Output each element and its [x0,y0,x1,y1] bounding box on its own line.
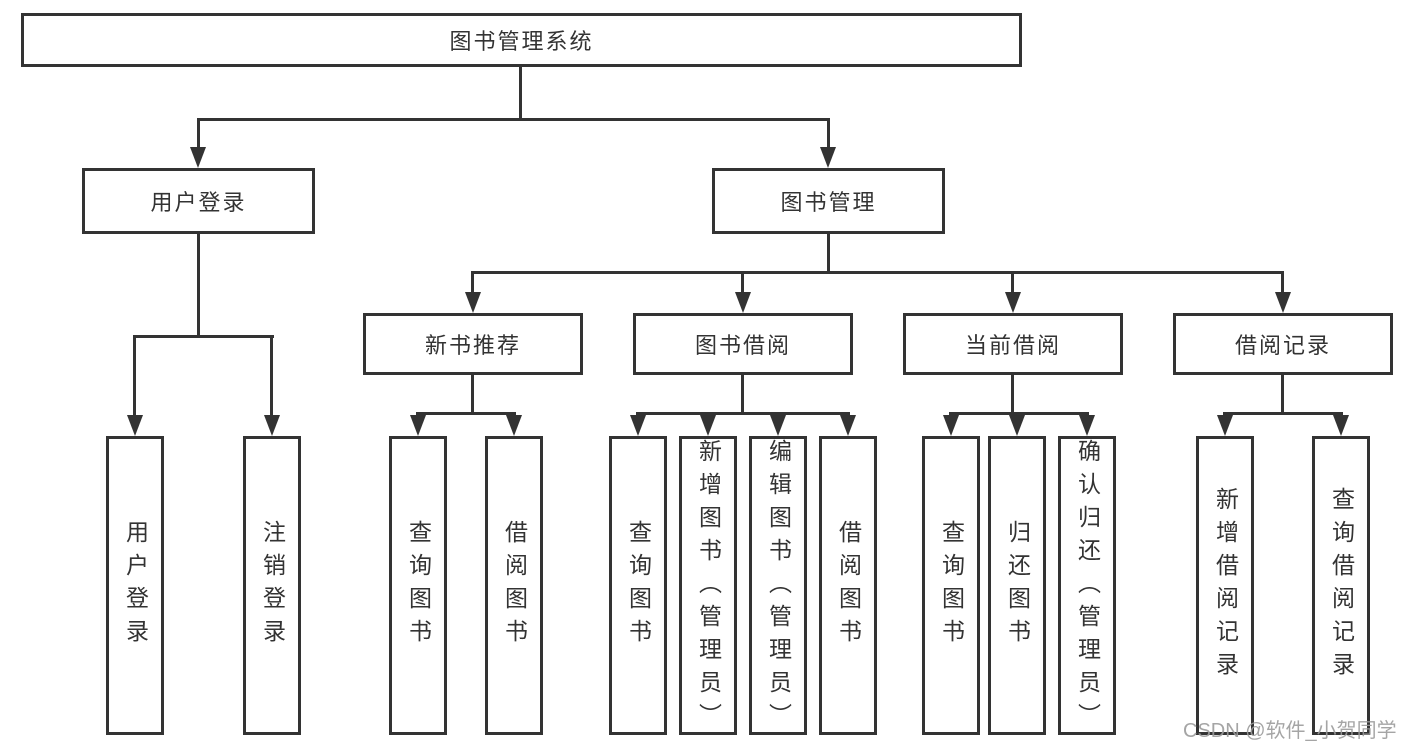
arrow-down-icon [820,147,836,168]
node-leaf-user-login: 用户登录 [106,436,164,735]
connector-line [197,231,200,338]
arrow-down-icon [700,415,716,436]
node-leaf-logout: 注销登录 [243,436,301,735]
connector-line [827,118,830,152]
arrow-down-icon [1009,415,1025,436]
node-user-login: 用户登录 [82,168,315,234]
connector-line [1281,372,1284,415]
arrow-down-icon [1079,415,1095,436]
connector-line [270,335,273,420]
arrow-down-icon [506,415,522,436]
arrow-down-icon [1217,415,1233,436]
connector-line [741,372,744,415]
arrow-down-icon [264,415,280,436]
connector-line [827,231,830,274]
arrow-down-icon [735,292,751,313]
node-leaf-edit-books-admin: 编辑图书（管理员） [749,436,807,736]
node-leaf-query-borrow-record: 查询借阅记录 [1312,436,1370,735]
connector-line [133,335,136,420]
arrow-down-icon [1005,292,1021,313]
arrow-down-icon [770,415,786,436]
connector-line [519,64,522,121]
watermark: CSDN @软件_小贺同学 [1183,720,1397,742]
arrow-down-icon [630,415,646,436]
connector-line [1011,271,1014,296]
node-library-management-system: 图书管理系统 [21,13,1022,67]
connector-line [471,271,474,296]
node-leaf-query-books-recommend: 查询图书 [389,436,447,735]
node-leaf-confirm-return-admin: 确认归还（管理员） [1058,436,1116,736]
arrow-down-icon [190,147,206,168]
connector-line [1223,412,1343,415]
node-leaf-return-books: 归还图书 [988,436,1046,735]
node-borrow-records: 借阅记录 [1173,313,1393,375]
arrow-down-icon [410,415,426,436]
node-leaf-query-books-borrow: 查询图书 [609,436,667,735]
connector-line [197,118,200,152]
node-leaf-borrow-books: 借阅图书 [819,436,877,735]
connector-line [197,118,830,121]
node-leaf-borrow-books-recommend: 借阅图书 [485,436,543,735]
arrow-down-icon [1333,415,1349,436]
arrow-down-icon [840,415,856,436]
arrow-down-icon [1275,292,1291,313]
node-leaf-add-borrow-record: 新增借阅记录 [1196,436,1254,735]
connector-line [949,412,1089,415]
arrow-down-icon [127,415,143,436]
connector-line [741,271,744,296]
connector-line [636,412,850,415]
node-book-management: 图书管理 [712,168,945,234]
connector-line [1011,372,1014,415]
arrow-down-icon [465,292,481,313]
node-book-borrowing: 图书借阅 [633,313,853,375]
node-leaf-add-books-admin: 新增图书（管理员） [679,436,737,736]
node-new-book-recommendation: 新书推荐 [363,313,583,375]
node-leaf-query-books-current: 查询图书 [922,436,980,735]
connector-line [471,271,1284,274]
connector-line [1281,271,1284,296]
connector-line [471,372,474,415]
node-current-borrowing: 当前借阅 [903,313,1123,375]
connector-line [416,412,516,415]
connector-line [133,335,274,338]
arrow-down-icon [943,415,959,436]
